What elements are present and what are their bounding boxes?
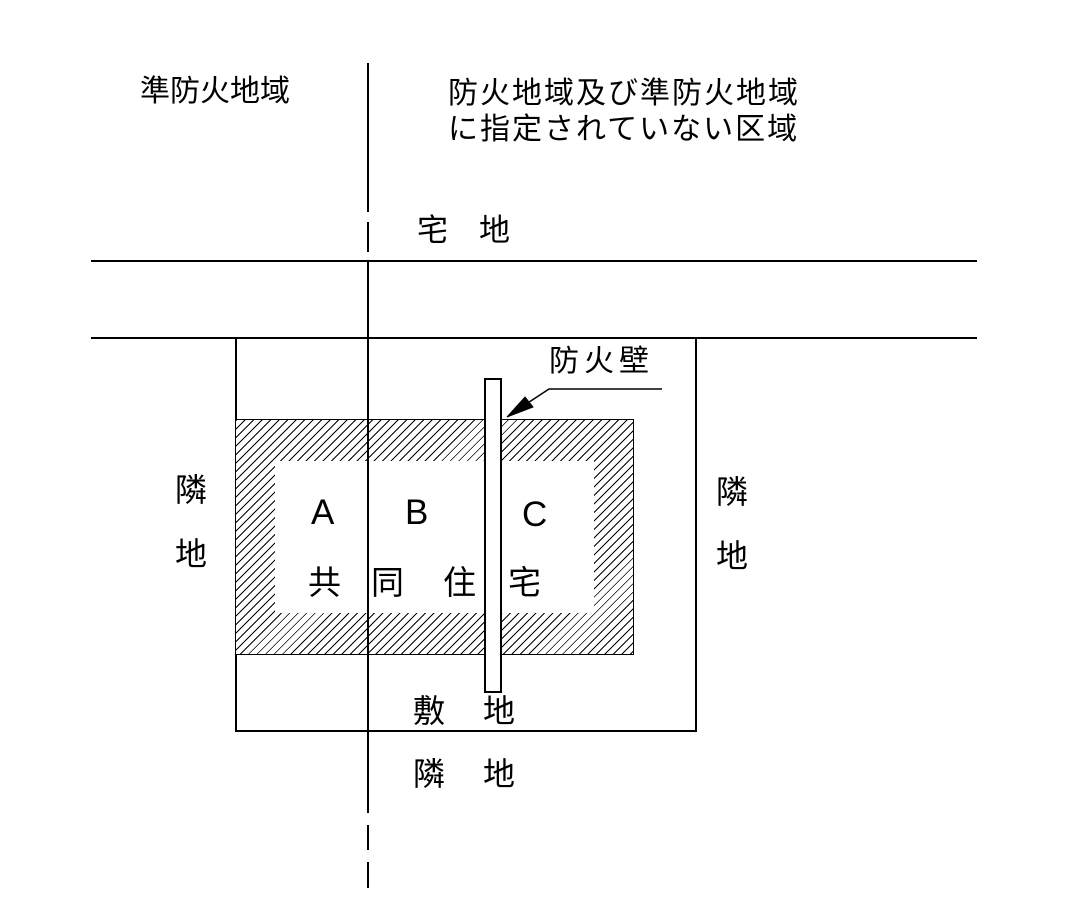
building-interior	[275, 461, 594, 613]
right-zone-title-line2: に指定されていない区域	[448, 113, 800, 146]
left-zone-title: 準防火地域	[140, 75, 290, 108]
firewall-label: 防火壁	[549, 345, 654, 378]
unit-a-label: A	[311, 493, 335, 532]
building-type-char-2: 同	[371, 564, 404, 601]
road-upper-edge-line	[91, 260, 977, 262]
district-boundary-line-top	[367, 63, 369, 212]
neighbor-bottom-label: 隣 地	[413, 756, 519, 792]
site-label: 敷 地	[413, 693, 519, 729]
district-boundary-line-main	[367, 260, 369, 813]
building-type-char-1: 共	[308, 564, 341, 601]
firewall-bar	[484, 378, 502, 693]
residential-land-label: 宅 地	[417, 213, 510, 248]
right-zone-title-line1: 防火地域及び準防火地域	[448, 77, 800, 110]
building-type-char-4: 宅	[508, 564, 541, 601]
unit-c-label: C	[522, 495, 548, 534]
unit-b-label: B	[405, 493, 429, 532]
neighbor-right-label: 隣 地	[716, 474, 749, 574]
neighbor-left-label: 隣 地	[175, 472, 208, 572]
road-lower-edge-line	[91, 337, 977, 339]
building-type-char-3: 住	[443, 564, 476, 601]
district-boundary-dash-3	[367, 862, 369, 888]
district-boundary-dash-1	[367, 222, 369, 252]
district-boundary-dash-2	[367, 825, 369, 850]
